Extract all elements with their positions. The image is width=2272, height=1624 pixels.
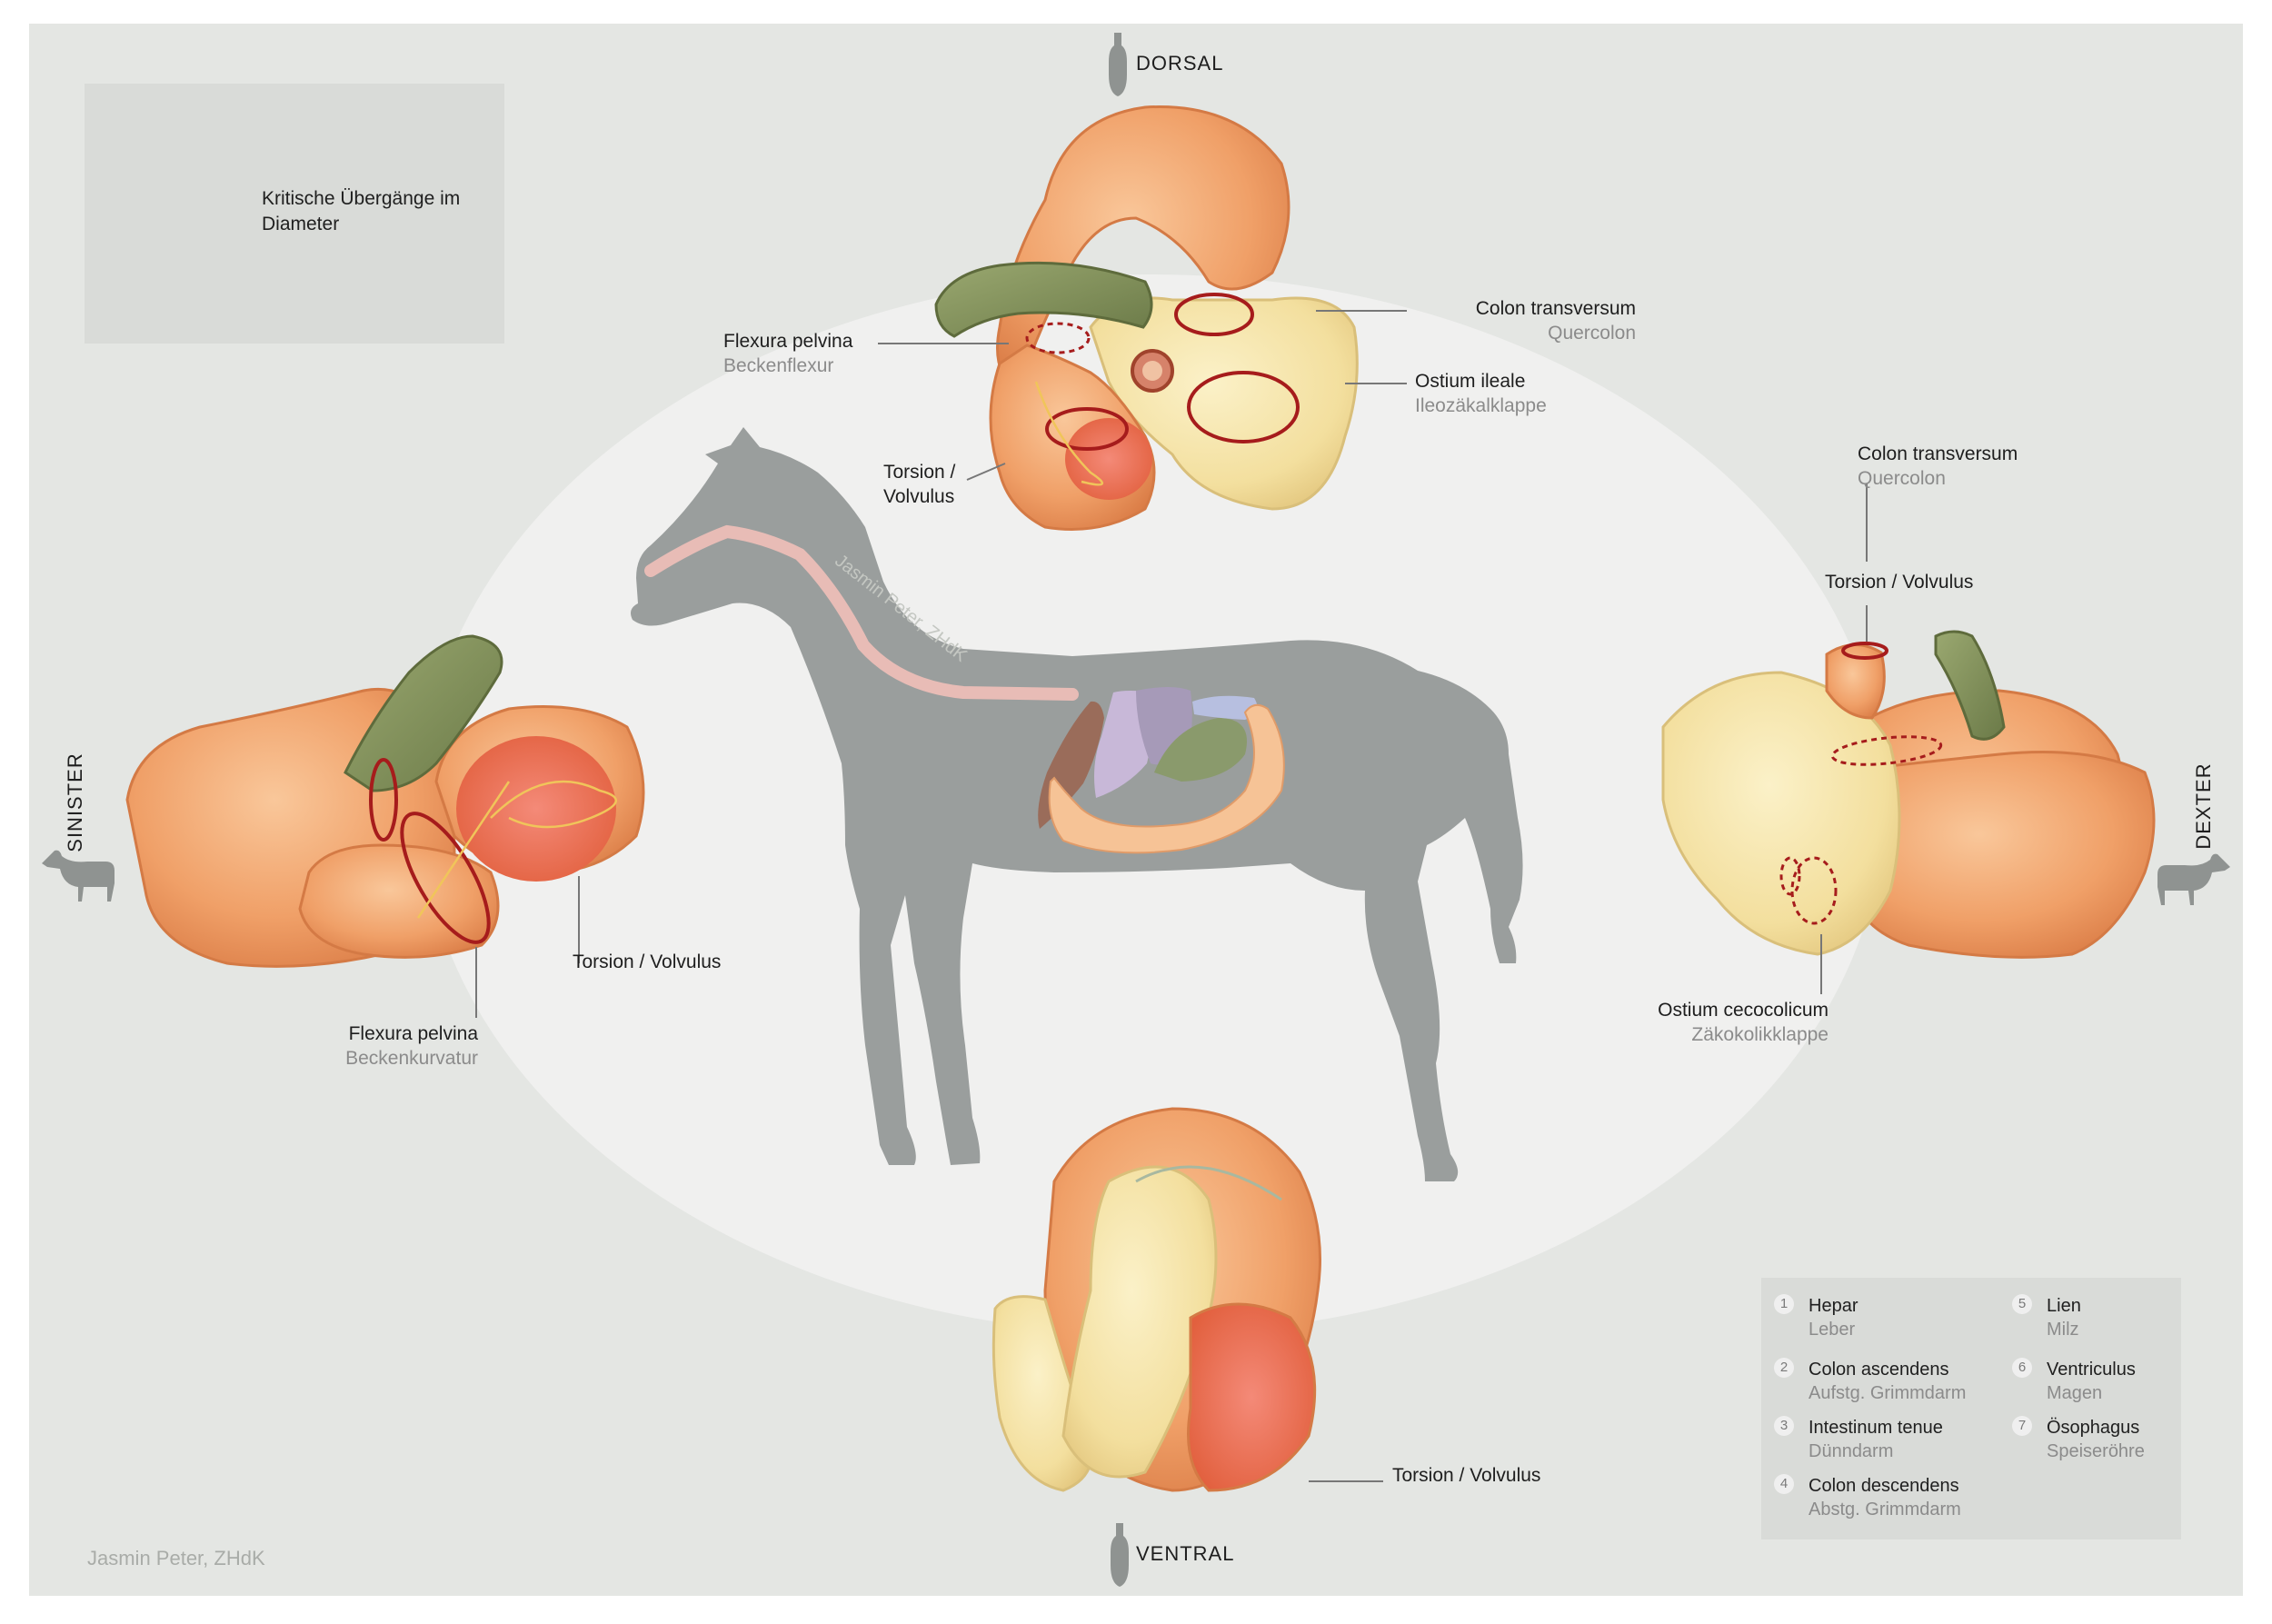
legend-name: Colon descendens — [1809, 1476, 1959, 1496]
legend-german: Magen — [2047, 1383, 2103, 1403]
dexter-torsion-label: Torsion / Volvulus — [1825, 572, 1974, 593]
legend-name: Ösophagus — [2047, 1418, 2140, 1438]
dexter-label: DEXTER — [2192, 762, 2215, 850]
dorsal-flexura-pelvina-label: Flexura pelvina Beckenflexur — [723, 331, 853, 376]
legend-german: Dünndarm — [1809, 1441, 1894, 1461]
legend-name: Ventriculus — [2047, 1360, 2136, 1380]
sinister-torsion-label: Torsion / Volvulus — [573, 951, 722, 972]
organ-legend: 1 Hepar Leber 2 Colon ascendens Aufstg. … — [1761, 1278, 2181, 1539]
legend-number: 3 — [1774, 1416, 1794, 1436]
dexter-intestine-view — [1661, 483, 2156, 994]
legend-number: 5 — [2012, 1294, 2032, 1314]
ventral-torsion-label: Torsion / Volvulus — [1392, 1465, 1541, 1486]
dorsal-colon-transversum-label: Colon transversum Quercolon — [1475, 298, 1636, 344]
sinister-label: SINISTER — [64, 752, 86, 852]
dexter-ostium-cecocolicum-label: Ostium cecocolicum Zäkokolikklappe — [1658, 1000, 1829, 1045]
legend-name: Colon ascendens — [1809, 1360, 1949, 1380]
sinister-intestine-view — [125, 634, 645, 1018]
legend-german: Aufstg. Grimmdarm — [1809, 1383, 1967, 1403]
legend-number: 4 — [1774, 1474, 1794, 1494]
legend-number: 2 — [1774, 1358, 1794, 1378]
dorsal-intestine-view — [878, 105, 1407, 531]
legend-name: Hepar — [1809, 1296, 1858, 1316]
legend-number: 7 — [2012, 1416, 2032, 1436]
dorsal-ostium-ileale-label: Ostium ileale Ileozäkalklappe — [1415, 371, 1547, 416]
legend-german: Leber — [1809, 1320, 1856, 1340]
horse-icon-sinister — [42, 850, 115, 902]
ventral-label: VENTRAL — [1136, 1542, 1235, 1565]
dorsal-label: DORSAL — [1136, 52, 1224, 75]
credit-text: Jasmin Peter, ZHdK — [87, 1547, 265, 1569]
ventral-intestine-view — [992, 1107, 1383, 1492]
legend-name: Intestinum tenue — [1809, 1418, 1943, 1438]
sinister-flexura-pelvina-label: Flexura pelvina Beckenkurvatur — [345, 1023, 478, 1069]
key-text: Kritische Übergänge im Diameter — [262, 188, 461, 234]
dorsal-torsion-label: Torsion / Volvulus — [883, 462, 956, 507]
legend-german: Speiseröhre — [2047, 1441, 2145, 1461]
legend-german: Abstg. Grimmdarm — [1809, 1499, 1961, 1519]
key-panel: Kritische Übergänge im Diameter — [85, 84, 504, 344]
legend-german: Milz — [2047, 1320, 2079, 1340]
horse-icon-ventral — [1111, 1523, 1129, 1587]
dexter-colon-transversum-label: Colon transversum Quercolon — [1858, 443, 2018, 489]
small-intestine-blue — [1192, 695, 1258, 720]
horse-silhouette — [631, 427, 1523, 1181]
legend-name: Lien — [2047, 1296, 2081, 1316]
esophagus-path — [644, 524, 1079, 701]
legend-number: 6 — [2012, 1358, 2032, 1378]
colon — [1048, 703, 1285, 854]
horse-icon-dexter — [2157, 853, 2230, 905]
small-intestine — [1154, 718, 1247, 782]
legend-number: 1 — [1774, 1294, 1794, 1314]
horse-icon-dorsal — [1109, 33, 1127, 96]
